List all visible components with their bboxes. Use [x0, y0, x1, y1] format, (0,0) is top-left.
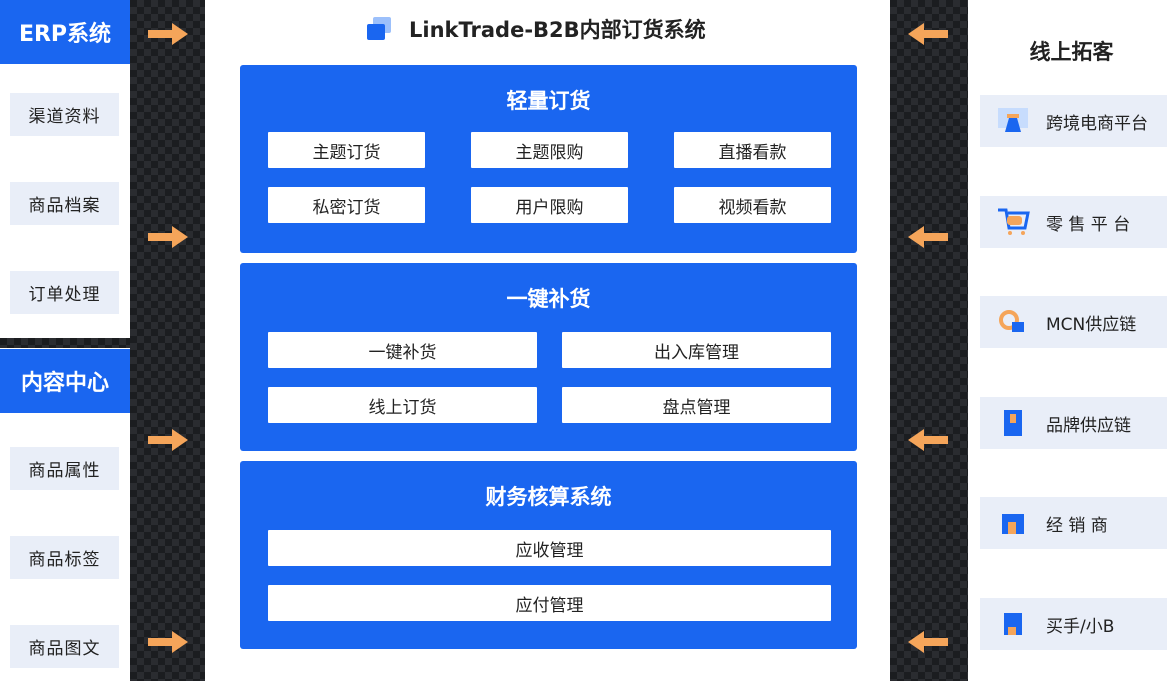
left-divider-strip	[130, 0, 205, 681]
feature-button[interactable]: 主题限购	[471, 132, 628, 168]
arrow-left-icon	[908, 631, 948, 653]
channel-label: 买手/小B	[1046, 616, 1115, 637]
content-item: 商品属性	[10, 447, 119, 490]
erp-item: 商品档案	[10, 182, 119, 225]
right-divider-strip	[890, 0, 968, 681]
channel-item: 经 销 商	[980, 497, 1167, 549]
content-item: 商品标签	[10, 536, 119, 579]
feature-button[interactable]: 直播看款	[674, 132, 831, 168]
feature-button[interactable]: 用户限购	[471, 187, 628, 223]
feature-button[interactable]: 盘点管理	[562, 387, 831, 423]
arrow-right-icon	[148, 226, 188, 248]
erp-header: ERP系统	[0, 0, 130, 64]
channel-item: 零 售 平 台	[980, 196, 1167, 248]
chain-icon	[999, 310, 1024, 332]
store-icon	[1002, 514, 1024, 534]
arrow-right-icon	[148, 631, 188, 653]
person-icon	[1004, 613, 1022, 635]
feature-button[interactable]: 线上订货	[268, 387, 537, 423]
feature-button[interactable]: 私密订货	[268, 187, 425, 223]
left-gap	[0, 338, 130, 348]
title-text: LinkTrade-B2B内部订货系统	[409, 18, 706, 42]
feature-button[interactable]: 应付管理	[268, 585, 831, 621]
document-icon	[1004, 410, 1022, 436]
channel-label: MCN供应链	[1046, 314, 1137, 335]
block-light-ordering: 轻量订货 主题订货 主题限购 直播看款 私密订货 用户限购 视频看款	[240, 65, 857, 253]
channel-label: 零 售 平 台	[1046, 214, 1131, 235]
block-finance: 财务核算系统 应收管理 应付管理	[240, 461, 857, 649]
channel-item: 跨境电商平台	[980, 95, 1167, 147]
channel-label: 跨境电商平台	[1046, 113, 1148, 134]
content-item: 商品图文	[10, 625, 119, 668]
block-title: 财务核算系统	[485, 485, 612, 509]
right-title: 线上拓客	[1029, 40, 1114, 64]
erp-item: 订单处理	[10, 271, 119, 314]
channel-label: 品牌供应链	[1046, 415, 1131, 436]
block-title: 轻量订货	[506, 89, 591, 113]
feature-button[interactable]: 视频看款	[674, 187, 831, 223]
arrow-left-icon	[908, 23, 948, 45]
monitor-icon	[998, 108, 1028, 132]
block-replenishment: 一键补货 一键补货 出入库管理 线上订货 盘点管理	[240, 263, 857, 451]
page-title: LinkTrade-B2B内部订货系统	[365, 14, 706, 44]
channel-label: 经 销 商	[1046, 515, 1108, 536]
channel-item: 品牌供应链	[980, 397, 1167, 449]
erp-item: 渠道资料	[10, 93, 119, 136]
channel-item: MCN供应链	[980, 296, 1167, 348]
channel-item: 买手/小B	[980, 598, 1167, 650]
feature-button[interactable]: 一键补货	[268, 332, 537, 368]
arrow-left-icon	[908, 226, 948, 248]
cart-icon	[998, 208, 1030, 235]
arrow-left-icon	[908, 429, 948, 451]
feature-button[interactable]: 应收管理	[268, 530, 831, 566]
arrow-right-icon	[148, 23, 188, 45]
arrow-right-icon	[148, 429, 188, 451]
content-center-header: 内容中心	[0, 349, 130, 413]
feature-button[interactable]: 主题订货	[268, 132, 425, 168]
block-title: 一键补货	[506, 287, 591, 311]
logo-icon	[367, 17, 391, 40]
feature-button[interactable]: 出入库管理	[562, 332, 831, 368]
